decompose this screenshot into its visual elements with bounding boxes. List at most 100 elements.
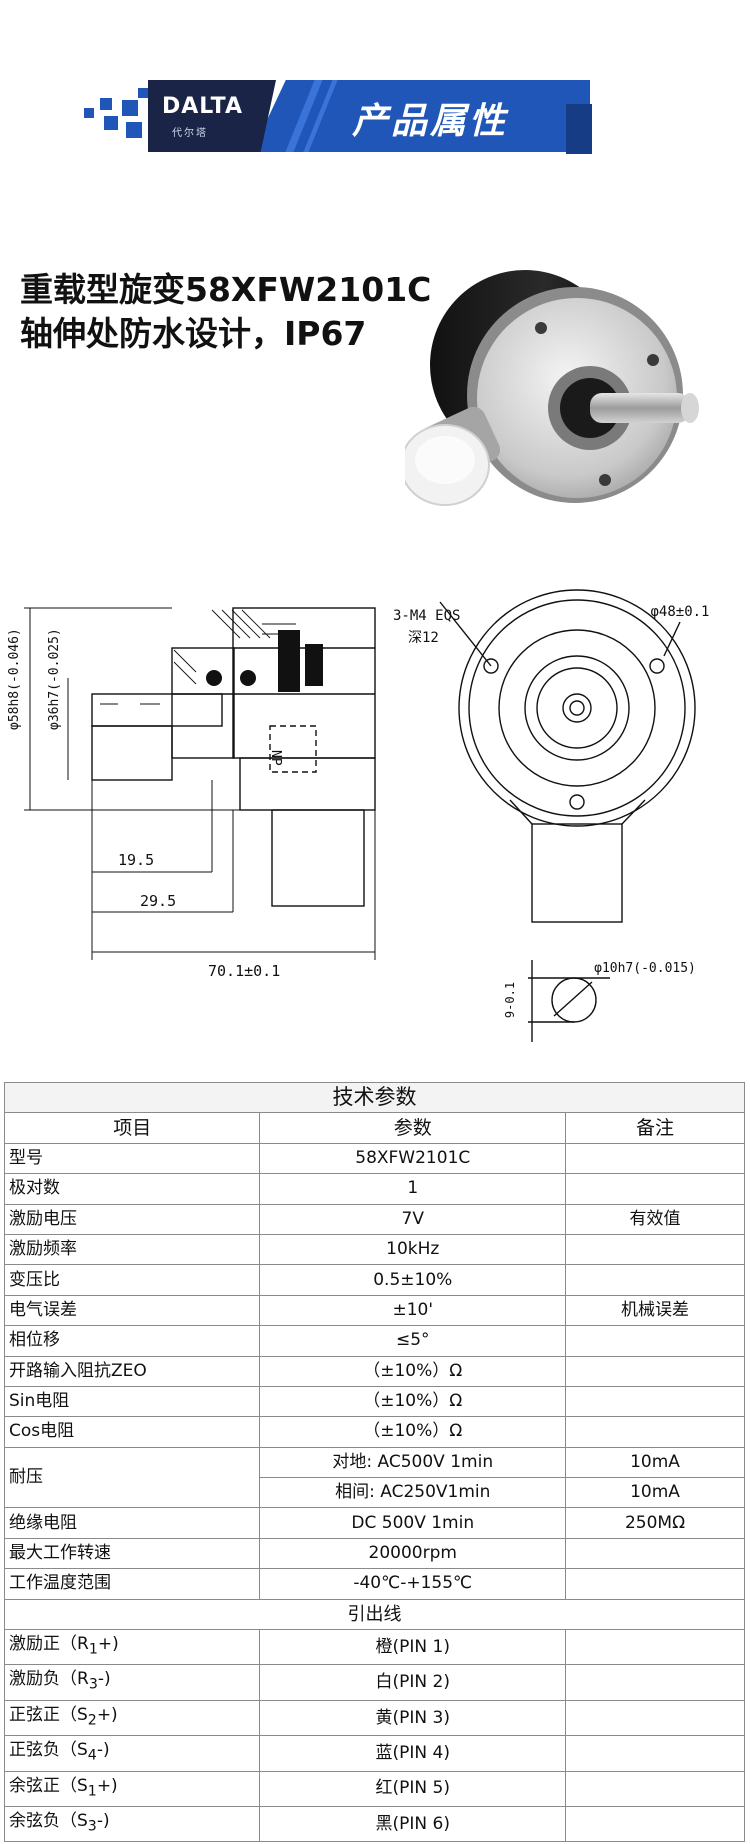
row-note: [565, 1325, 745, 1357]
brand-logo-sub: 代尔塔: [172, 128, 208, 139]
row-value: ±10': [259, 1294, 567, 1327]
row-name: 激励频率: [3, 1233, 261, 1266]
lead-name-text: 余弦负（S: [9, 1810, 88, 1831]
lead-row: 激励正（R1+)橙(PIN 1): [3, 1629, 745, 1666]
table-row: 电气误差±10'机械误差: [3, 1294, 745, 1327]
lead-row: 正弦正（S2+)黄(PIN 3): [3, 1699, 745, 1737]
row-name: 耐压: [3, 1446, 261, 1509]
lead-name-suffix: +): [96, 1704, 118, 1725]
lead-name-text: 正弦正（S: [9, 1704, 88, 1725]
dim-48-label: φ48±0.1: [650, 604, 709, 620]
pixel-decor: [126, 122, 142, 138]
row-value: 7V: [259, 1203, 567, 1235]
side-lower-body: [239, 757, 376, 811]
lead-subscript: 1: [87, 1782, 97, 1799]
front-outline: [458, 589, 696, 827]
row-value: （±10%）Ω: [259, 1416, 567, 1448]
row-name: Cos电阻: [3, 1416, 261, 1448]
row-note: [565, 1264, 745, 1296]
banner-title: 产品属性: [352, 101, 509, 142]
dim-9-label: 9-0.1: [503, 982, 517, 1018]
row-name: 变压比: [3, 1264, 261, 1296]
pixel-decor: [84, 108, 94, 118]
row-value: 1: [259, 1173, 567, 1205]
table-row: 耐压 对地: AC500V 1min 10mA: [3, 1446, 745, 1509]
row-value: 对地: AC500V 1min: [259, 1446, 567, 1479]
lead-row: 余弦正（S1+)红(PIN 5): [3, 1770, 745, 1807]
row-value: 20000rpm: [259, 1537, 567, 1570]
lead-name-suffix: +): [96, 1775, 118, 1796]
lead-row: 激励负（R3-)白(PIN 2): [3, 1664, 745, 1701]
side-flange: [171, 647, 235, 759]
dimension-drawing: φ58h8(-0.046) φ36h7(-0.025) NP 19.5 29.5…: [7, 589, 710, 1042]
coil-block: [278, 630, 300, 692]
bearing-ball: [240, 670, 256, 686]
header-note: 备注: [565, 1112, 745, 1144]
row-note: [565, 1173, 745, 1205]
brand-banner: DALTA 代尔塔 产品属性: [0, 70, 750, 160]
row-value: -40℃-+155℃: [259, 1568, 567, 1600]
table-caption: 技术参数: [4, 1081, 745, 1114]
mount-hole: [569, 794, 585, 810]
mounting-screw: [647, 354, 659, 366]
row-name: 极对数: [3, 1173, 261, 1205]
lead-name: 正弦负（S4-): [3, 1735, 261, 1772]
dim-36-label: φ36h7(-0.025): [47, 628, 62, 730]
row-value: 58XFW2101C: [259, 1142, 567, 1175]
dim-np-label: NP: [268, 750, 283, 766]
front-connector: [531, 823, 623, 923]
row-note: 10mA: [565, 1446, 745, 1479]
table-row: Cos电阻（±10%）Ω: [3, 1416, 745, 1448]
brand-logo: DALTA: [162, 94, 243, 119]
pixel-decor: [100, 98, 112, 110]
row-note: [565, 1355, 745, 1387]
logo-badge: [148, 80, 276, 152]
row-note: 250MΩ: [565, 1507, 745, 1539]
lead-value: 白(PIN 2): [259, 1664, 567, 1701]
table-header-row: 项目 参数 备注: [3, 1112, 745, 1144]
shaft: [590, 393, 690, 423]
lead-note: [565, 1735, 745, 1772]
side-shaft: [91, 693, 223, 727]
row-value: 10kHz: [259, 1233, 567, 1266]
lead-name-suffix: -): [96, 1740, 110, 1761]
side-pilot: [91, 725, 173, 781]
dim-29-5-label: 29.5: [140, 892, 176, 910]
row-note: [565, 1568, 745, 1600]
lead-name: 激励负（R3-): [3, 1664, 261, 1701]
row-name: 激励电压: [3, 1203, 261, 1235]
row-name: Sin电阻: [3, 1385, 261, 1418]
row-note: 有效值: [565, 1203, 745, 1235]
row-note: [565, 1142, 745, 1175]
holes-label: 3-M4 EQS: [393, 608, 460, 624]
header-item: 项目: [3, 1112, 261, 1144]
lead-name: 余弦负（S3-): [3, 1805, 261, 1843]
mount-hole: [649, 658, 665, 674]
lead-name-suffix: -): [97, 1669, 111, 1690]
lead-name-suffix: -): [96, 1810, 110, 1831]
product-title-line2: 轴伸处防水设计，IP67: [20, 314, 367, 353]
row-name: 绝缘电阻: [3, 1507, 261, 1539]
lead-name-suffix: +): [97, 1634, 119, 1655]
product-photo: [405, 270, 699, 506]
lead-note: [565, 1770, 745, 1807]
pixel-decor: [122, 100, 138, 116]
connector-cap-highlight: [415, 436, 475, 484]
row-value: （±10%）Ω: [259, 1355, 567, 1387]
row-value: （±10%）Ω: [259, 1385, 567, 1418]
row-name: 相位移: [3, 1325, 261, 1357]
shaft-end: [681, 393, 699, 423]
row-value: ≤5°: [259, 1325, 567, 1357]
mounting-screw: [599, 474, 611, 486]
row-name: 型号: [3, 1142, 261, 1175]
row-value: 相间: AC250V1min: [259, 1477, 567, 1509]
dim-58-label: φ58h8(-0.046): [7, 628, 22, 730]
dim-19-5-label: 19.5: [118, 851, 154, 869]
lead-note: [565, 1699, 745, 1737]
lead-name-text: 激励负（R: [9, 1669, 89, 1690]
